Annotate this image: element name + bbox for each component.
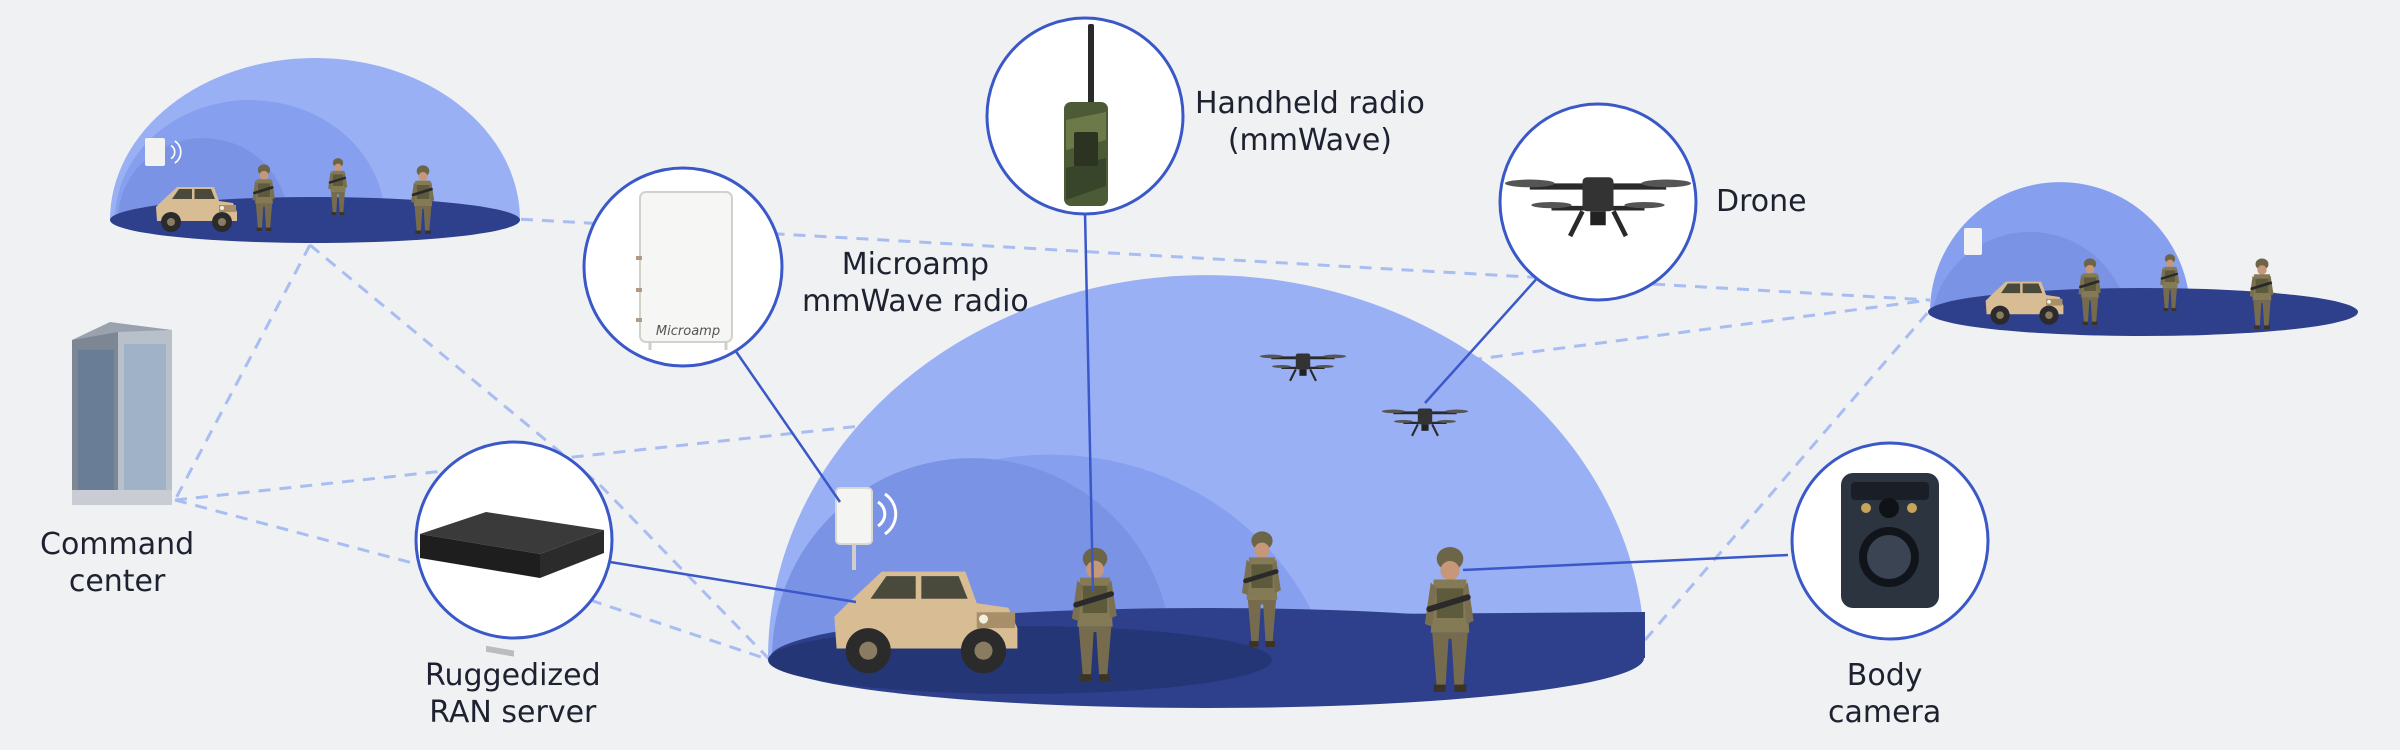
solid-link (1424, 274, 1541, 404)
dashed-link (1469, 298, 1931, 362)
callout-drone (1498, 102, 1698, 302)
radio-brand-text: Microamp (656, 324, 720, 339)
dashed-link (173, 244, 312, 501)
handheld-radio-icon (1064, 24, 1108, 206)
label-line: Body (1846, 658, 1923, 693)
coverage-dome-left (110, 58, 520, 243)
body-camera-icon (1841, 473, 1939, 608)
label-ran-server: Ruggedized RAN server (425, 657, 601, 731)
label-command-center: Command center (40, 526, 194, 600)
solid-link (1083, 211, 1095, 593)
dashed-link (174, 498, 421, 567)
coverage-dome-right (1928, 182, 2358, 336)
solid-link (1462, 553, 1789, 572)
dashed-link (589, 598, 771, 662)
label-line: Ruggedized (425, 658, 601, 693)
dashed-link (1643, 309, 1932, 641)
callout-microamp-radio: Microamp (582, 166, 784, 368)
label-microamp-radio: Microamp mmWave radio (802, 246, 1029, 320)
solid-link (609, 560, 857, 604)
label-line: (mmWave) (1227, 123, 1393, 158)
label-line: Microamp (841, 247, 990, 282)
label-line: center (68, 564, 166, 599)
label-handheld-radio: Handheld radio (mmWave) (1195, 85, 1425, 159)
label-line: RAN server (429, 695, 597, 730)
building-icon (72, 322, 172, 505)
dashed-link (598, 483, 772, 662)
solid-link (733, 349, 842, 503)
label-line: Command (40, 527, 195, 562)
label-line: Handheld radio (1195, 86, 1425, 121)
radio-unit-icon: Microamp (636, 191, 733, 350)
solid-link-group (609, 211, 1789, 604)
label-line: camera (1828, 695, 1942, 730)
callout-handheld-radio (985, 16, 1185, 216)
rack-server-icon (420, 512, 604, 657)
dashed-link (309, 243, 601, 487)
label-line: mmWave radio (802, 284, 1029, 319)
dashed-link (174, 423, 871, 502)
label-line: Drone (1716, 184, 1807, 219)
label-drone: Drone (1716, 183, 1807, 220)
callout-body-camera (1790, 441, 1990, 641)
callout-ran-server (414, 440, 614, 657)
label-body-camera: Body camera (1828, 657, 1941, 731)
radio-unit-icon (835, 487, 873, 570)
